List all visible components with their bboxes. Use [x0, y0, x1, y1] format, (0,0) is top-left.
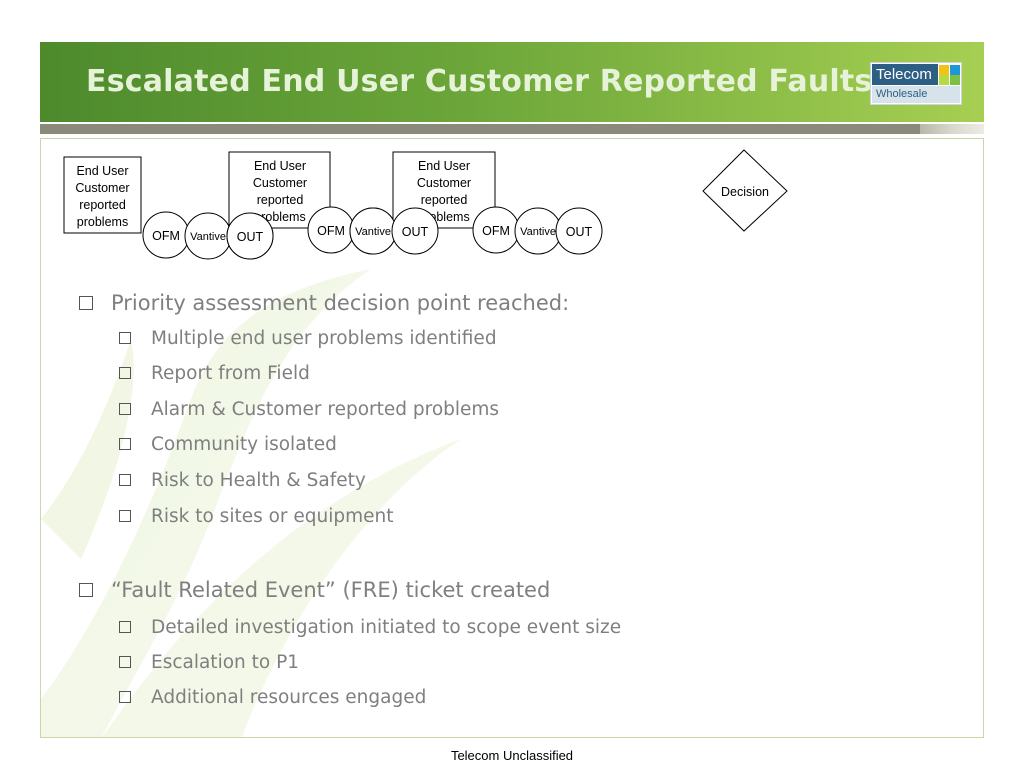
bullet-list: Priority assessment decision point reach…: [41, 139, 983, 737]
reported-problems-box-1: [63, 156, 142, 234]
out-node-2: [391, 207, 439, 255]
checkbox-bullet-icon: [119, 510, 131, 522]
checkbox-bullet-icon: [119, 474, 131, 486]
slide-title: Escalated End User Customer Reported Fau…: [86, 64, 873, 99]
sub-bullet-text: Report from Field: [151, 363, 310, 384]
bullet-text: Priority assessment decision point reach…: [111, 291, 570, 315]
sub-bullet-1-2: Report from Field: [119, 363, 310, 384]
decision-label: Decision: [721, 185, 769, 199]
decision-diamond: [702, 149, 788, 232]
out-node-3: [555, 207, 603, 255]
sub-bullet-text: Multiple end user problems identified: [151, 328, 497, 349]
logo-square-yellow: [939, 65, 949, 75]
ofm-label-2: OFM: [317, 224, 345, 238]
sub-bullet-2-2: Escalation to P1: [119, 652, 299, 673]
checkbox-bullet-icon: [119, 656, 131, 668]
process-diagram: End User Customer reported problems OFM …: [63, 149, 788, 260]
checkbox-bullet-icon: [119, 691, 131, 703]
sub-bullet-1-3: Alarm & Customer reported problems: [119, 399, 499, 420]
sub-bullet-text: Detailed investigation initiated to scop…: [151, 617, 622, 638]
sub-bullet-1-5: Risk to Health & Safety: [119, 470, 366, 491]
sub-bullet-text: Additional resources engaged: [151, 687, 427, 708]
box2-line1: End User: [254, 159, 306, 173]
sub-bullet-text: Community isolated: [151, 434, 337, 455]
box1-line3: reported: [79, 198, 126, 212]
checkbox-bullet-icon: [119, 621, 131, 633]
bullet-item-2: “Fault Related Event” (FRE) ticket creat…: [79, 578, 550, 602]
vantive-label-3: Vantive: [520, 226, 556, 238]
ofm-label-1: OFM: [152, 229, 180, 243]
out-label-3: OUT: [566, 225, 593, 239]
sub-bullet-text: Risk to sites or equipment: [151, 506, 394, 527]
checkbox-bullet-icon: [79, 296, 93, 310]
box1-line2: Customer: [75, 181, 129, 195]
logo-square-green: [950, 75, 960, 85]
divider-bar-fade: [920, 124, 984, 134]
checkbox-bullet-icon: [119, 332, 131, 344]
box3-line2: Customer: [417, 176, 471, 190]
divider-bar: [40, 124, 984, 134]
content-area: End User Customer reported problems OFM …: [40, 138, 984, 738]
checkbox-bullet-icon: [119, 403, 131, 415]
sub-bullet-1-1: Multiple end user problems identified: [119, 328, 497, 349]
checkbox-bullet-icon: [79, 583, 93, 597]
box1-line1: End User: [76, 164, 128, 178]
vantive-label-2b: Vantive: [355, 226, 391, 238]
sub-bullet-text: Escalation to P1: [151, 652, 300, 673]
logo-line2: Wholesale: [872, 86, 960, 103]
sub-bullet-text: Risk to Health & Safety: [151, 470, 366, 491]
box3-line3: reported: [421, 193, 468, 207]
logo-line1: Telecom: [872, 64, 938, 85]
logo-square-blue: [950, 65, 960, 75]
ofm-label-3: OFM: [482, 224, 510, 238]
box2-line2: Customer: [253, 176, 307, 190]
box1-line4: problems: [77, 215, 128, 229]
box3-line1: End User: [418, 159, 470, 173]
telecom-wholesale-logo: Telecom Wholesale: [870, 62, 962, 105]
sub-bullet-1-4: Community isolated: [119, 434, 337, 455]
sub-bullet-text: Alarm & Customer reported problems: [151, 399, 500, 420]
bullet-item-1: Priority assessment decision point reach…: [79, 291, 569, 315]
checkbox-bullet-icon: [119, 438, 131, 450]
box2-line3: reported: [257, 193, 304, 207]
sub-bullet-2-1: Detailed investigation initiated to scop…: [119, 617, 621, 638]
header-banner: Escalated End User Customer Reported Fau…: [40, 42, 984, 122]
out-label-2: OUT: [402, 225, 429, 239]
sub-bullet-1-6: Risk to sites or equipment: [119, 506, 394, 527]
logo-square-lime: [939, 75, 949, 85]
sub-bullet-2-3: Additional resources engaged: [119, 687, 426, 708]
vantive-label-1: Vantive: [190, 231, 226, 243]
background-swoosh: [41, 269, 461, 737]
checkbox-bullet-icon: [119, 367, 131, 379]
out-label-1b: OUT: [237, 230, 264, 244]
bullet-text: “Fault Related Event” (FRE) ticket creat…: [111, 578, 551, 602]
classification-footer: Telecom Unclassified: [450, 748, 574, 763]
